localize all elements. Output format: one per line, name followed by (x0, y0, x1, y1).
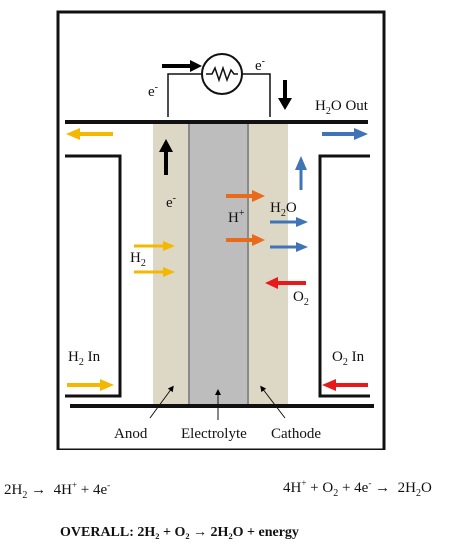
h2o-up-arrow (295, 156, 307, 190)
electron-label-anode: e- (166, 193, 176, 211)
electron-arrow-top (162, 60, 202, 72)
h2-inlet-arrow (67, 379, 114, 391)
h2o-outlet-arrow (322, 128, 368, 140)
h2o-out-label: H2O Out (315, 98, 369, 117)
anode-electrode (153, 122, 189, 406)
h2-in-label: H2 In (68, 349, 101, 368)
load-circle (201, 53, 243, 95)
cathode-channel-wall (318, 154, 370, 398)
o2-inlet-arrow (322, 379, 368, 391)
h2o-arrow-1 (270, 217, 308, 227)
o2-in-label: O2 In (332, 349, 365, 368)
h2-exhaust-arrow (66, 128, 113, 140)
external-circuit-wire (167, 73, 202, 117)
electrolyte-membrane (188, 121, 249, 407)
proton-label: H+ (228, 208, 245, 226)
cathode-electrode (248, 122, 288, 406)
anod-pointer (149, 385, 174, 419)
electron-arrow-down (278, 80, 292, 110)
external-circuit-wire-right (242, 73, 271, 117)
anode-channel-wall (65, 154, 122, 398)
o2-arrow (265, 277, 306, 289)
electrolyte-label: Electrolyte (181, 426, 247, 442)
h2-arrow-1 (134, 241, 175, 251)
cathode-reaction-equation: 4H+ + O2 + 4e- → 2H2O (283, 478, 432, 499)
anode-reaction-equation: 2H2 → 4H+ + 4e- (4, 480, 111, 501)
cathode-pointer (260, 385, 286, 419)
o2-label: O2 (293, 289, 309, 308)
h2o-label: H2O (270, 200, 297, 219)
electron-label-top-right: e- (255, 56, 265, 74)
electron-label-top-left: e- (148, 82, 158, 100)
proton-arrow-2 (226, 234, 265, 246)
fuel-cell-casing (56, 10, 386, 450)
proton-arrow-1 (226, 190, 265, 202)
fuel-cell-diagram: e- e- e- H2O Out H+ H2O H2 O2 H2 In O2 I… (56, 10, 386, 450)
cathode-label: Cathode (271, 426, 321, 442)
h2-arrow-2 (134, 267, 175, 277)
resistor-icon (206, 65, 238, 83)
electron-arrow-up (159, 139, 173, 175)
h2-label: H2 (130, 250, 146, 269)
overall-reaction-equation: OVERALL: 2H₂ + O₂ → 2H₂O + energy (60, 525, 299, 540)
h2o-arrow-2 (270, 242, 308, 252)
anod-label: Anod (114, 426, 148, 442)
